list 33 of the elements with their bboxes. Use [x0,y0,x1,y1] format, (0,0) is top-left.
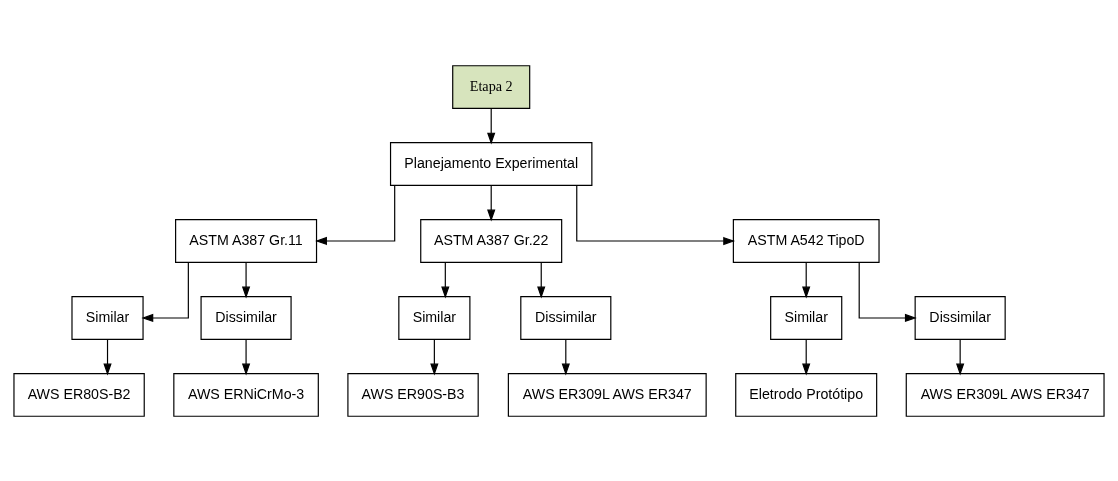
arrow [103,338,112,375]
node-box: Dissimilar [520,295,612,340]
arrow [537,261,546,298]
arrow [487,107,496,144]
arrow [315,184,396,245]
arrow [241,338,251,375]
node-box: ASTM A542 TipoD [732,218,880,263]
arrow [858,261,917,322]
node-box: Eletrodo Protótipo [735,372,878,417]
arrow [241,261,251,298]
arrow [956,338,965,375]
node-box: AWS ER309L AWS ER347 [905,372,1105,417]
arrow [576,184,736,245]
arrow [802,338,811,375]
arrow [430,338,439,375]
arrow [441,261,450,298]
node-box: Etapa 2 [452,64,531,109]
arrow [561,338,570,375]
node-box: Similar [398,295,471,340]
node-box: Dissimilar [914,295,1006,340]
node-box: AWS ER90S-B3 [347,372,479,417]
node-box: Similar [71,295,144,340]
node-box: AWS ERNiCrMo-3 [173,372,319,417]
node-box: Dissimilar [200,295,292,340]
node-box: AWS ER80S-B2 [13,372,145,417]
node-box: ASTM A387 Gr.22 [420,218,563,263]
node-box: ASTM A387 Gr.11 [175,218,318,263]
arrow [802,261,811,298]
node-box: AWS ER309L AWS ER347 [507,372,707,417]
node-box: Similar [770,295,843,340]
arrow [141,261,189,322]
node-box: Planejamento Experimental [389,141,593,186]
arrow [487,184,496,221]
